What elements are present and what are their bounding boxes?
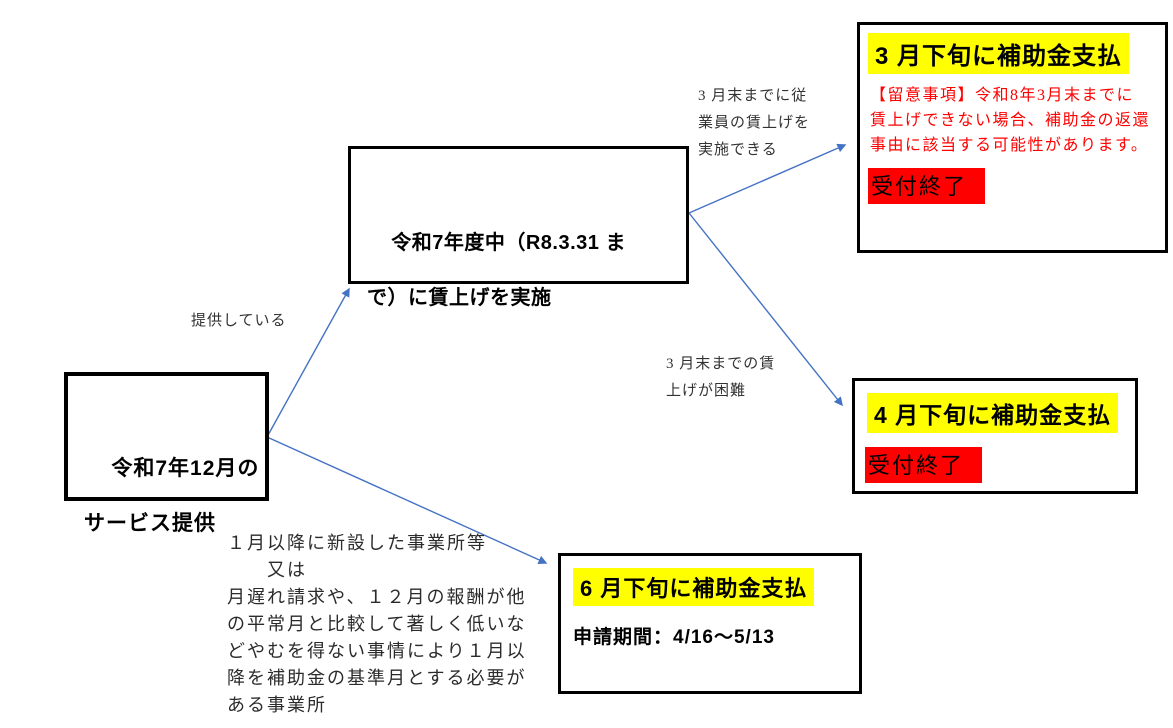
edge-label-providing: 提供している <box>191 313 287 329</box>
march-closed-badge: 受付終了 <box>868 168 986 204</box>
service-month-box: 令和7年12月の サービス提供 <box>64 372 269 535</box>
june-application-period: 申請期間：4/16～5/13 <box>573 627 775 648</box>
march-caution-note: 【留意事項】令和8年3月末までに 賃上げできない場合、補助金の返還 事由に該当す… <box>870 87 1151 154</box>
march-payment-title: 3 月下旬に補助金支払 <box>868 33 1130 74</box>
service-month-text: 令和7年12月の サービス提供 <box>84 457 260 535</box>
april-payment-title: 4 月下旬に補助金支払 <box>867 393 1119 433</box>
edge-label-difficult: 3 月末までの賃 上げが困難 <box>666 356 776 399</box>
april-closed-badge: 受付終了 <box>865 447 983 483</box>
march-payment-box: 3 月下旬に補助金支払 【留意事項】令和8年3月末までに 賃上げできない場合、補… <box>857 22 1168 253</box>
edge-label-exception-cases: １月以降に新設した事業所等 又は 月遅れ請求や、１２月の報酬が他 の平常月と比較… <box>227 533 527 715</box>
edge-label-can-raise: 3 月末までに従 業員の賃上げを 実施できる <box>698 88 811 158</box>
wage-raise-text: 令和7年度中（R8.3.31 ま で）に賃上げを実施 <box>367 232 626 309</box>
wage-raise-box: 令和7年度中（R8.3.31 ま で）に賃上げを実施 <box>348 146 689 309</box>
june-payment-title: 6 月下旬に補助金支払 <box>573 568 815 606</box>
june-payment-box: 6 月下旬に補助金支払 申請期間：4/16～5/13 <box>558 553 862 694</box>
april-payment-box: 4 月下旬に補助金支払 受付終了 <box>852 378 1138 494</box>
